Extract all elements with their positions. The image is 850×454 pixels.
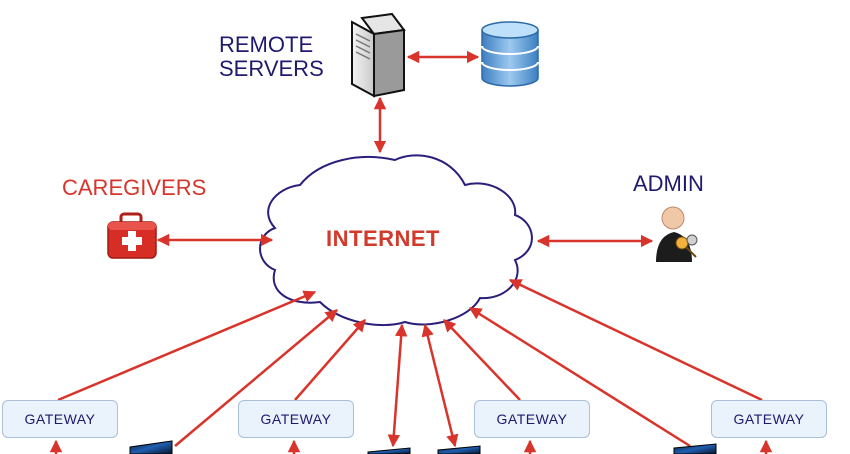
gateway-box-4: GATEWAY — [711, 400, 827, 438]
caregivers-label: CAREGIVERS — [62, 175, 207, 200]
monitor-device-icon-1 — [129, 440, 173, 454]
connection-arrows — [49, 50, 773, 454]
arrow-device-1 — [174, 309, 338, 447]
gateway-box-3: GATEWAY — [474, 400, 590, 438]
admin-label: ADMIN — [633, 171, 704, 196]
monitor-device-icon-2 — [367, 447, 411, 454]
gateway-box-2: GATEWAY — [238, 400, 354, 438]
arrow-device-3 — [421, 323, 459, 448]
internet-label: INTERNET — [326, 226, 440, 251]
gateway-box-1: GATEWAY — [2, 400, 118, 438]
arrow-gateway-4 — [508, 278, 763, 402]
monitor-device-icon-3 — [437, 445, 481, 454]
internet-cloud — [259, 154, 533, 326]
admin-user-key-icon — [656, 206, 698, 262]
database-icon — [481, 21, 539, 87]
arrow-gateway-2 — [294, 319, 366, 401]
remote-servers-label: REMOTE SERVERS — [219, 33, 324, 81]
monitor-device-icon-4 — [673, 443, 717, 454]
server-tower-icon — [351, 12, 406, 98]
arrow-gateway-3 — [443, 319, 521, 401]
remote-servers-label-line1: REMOTE — [219, 32, 314, 57]
arrow-gateway-1 — [57, 290, 317, 402]
arrow-device-2 — [387, 323, 408, 448]
first-aid-kit-icon — [107, 212, 157, 259]
remote-servers-label-line2: SERVERS — [219, 55, 324, 81]
arrow-device-4 — [468, 306, 691, 448]
